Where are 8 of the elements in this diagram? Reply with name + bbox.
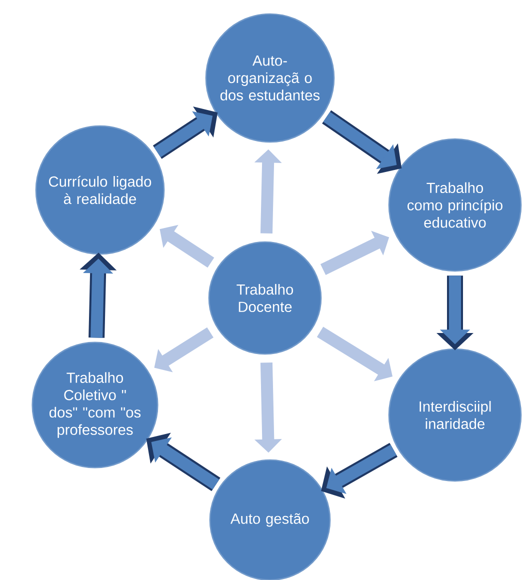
circle-node: Auto-organizaçã o dos estudantes: [205, 13, 335, 143]
circle-node: Trabalho como princípio educativo: [388, 138, 522, 272]
circle-node: Currículo ligado à realidade: [35, 125, 165, 255]
circle-node: Auto gestão: [209, 459, 331, 580]
circle-node: Trabalho Coletivo " dos" "com "os professores: [32, 342, 158, 468]
block-arrow: [321, 442, 398, 499]
circle-node: Interdisciipl inaridade: [388, 348, 522, 482]
circle-node: Trabalho Docente: [208, 241, 322, 355]
